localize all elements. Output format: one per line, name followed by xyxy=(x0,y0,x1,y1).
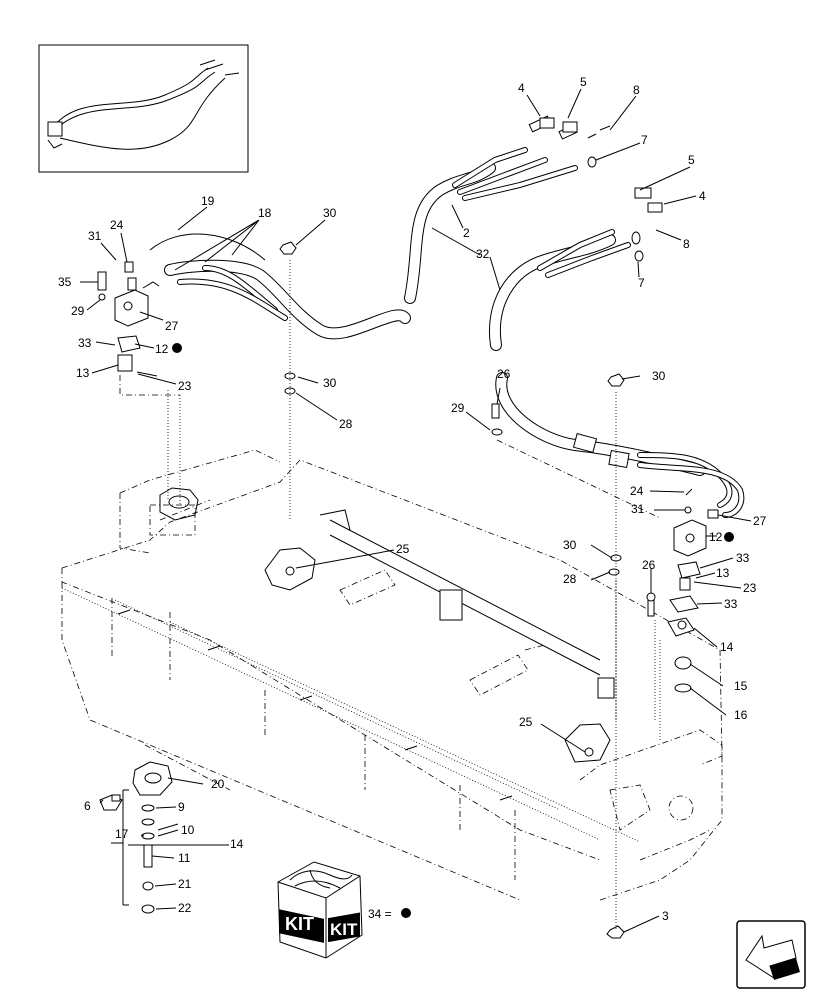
callout-14: 14 xyxy=(720,640,734,654)
page-nav-arrow-icon[interactable] xyxy=(736,920,806,989)
callout-29: 29 xyxy=(451,401,465,415)
callout-28: 28 xyxy=(339,417,353,431)
callout-25: 25 xyxy=(396,542,410,556)
callout-11: 11 xyxy=(178,851,191,865)
kit-box: KIT KIT 34 = xyxy=(277,861,411,959)
callout-28: 28 xyxy=(563,572,577,586)
callout-32: 32 xyxy=(476,247,490,261)
callout-20: 20 xyxy=(211,777,225,791)
hydraulic-hoses xyxy=(149,115,745,518)
header-frame-body xyxy=(61,449,723,901)
callout-27: 27 xyxy=(753,514,767,528)
callout-33: 33 xyxy=(724,597,738,611)
callout-33: 33 xyxy=(78,336,92,350)
callout-3: 3 xyxy=(662,909,669,923)
callout-31: 31 xyxy=(631,502,645,516)
callout-30: 30 xyxy=(652,369,666,383)
callout-31: 31 xyxy=(88,229,102,243)
callout-27: 27 xyxy=(165,319,179,333)
kit-label-right: KIT xyxy=(330,920,358,939)
callout-8: 8 xyxy=(683,237,690,251)
callout-30: 30 xyxy=(323,376,337,390)
callout-13: 13 xyxy=(716,566,730,580)
callout-35: 35 xyxy=(58,275,72,289)
callout-33: 33 xyxy=(736,551,750,565)
kit-bullet-icon xyxy=(172,343,182,353)
callout-14: 14 xyxy=(230,837,244,851)
callout-24: 24 xyxy=(110,218,124,232)
callout-10: 10 xyxy=(181,823,195,837)
callout-26: 26 xyxy=(497,367,511,381)
callout-15: 15 xyxy=(734,679,748,693)
callout-8: 8 xyxy=(633,83,640,97)
callout-30: 30 xyxy=(323,206,337,220)
callout-22: 22 xyxy=(178,901,192,915)
callout-2: 2 xyxy=(463,226,470,240)
kit-bullet-icon xyxy=(401,908,411,918)
callout-13: 13 xyxy=(76,366,90,380)
callout-7: 7 xyxy=(641,133,648,147)
callout-24: 24 xyxy=(630,484,644,498)
fittings-and-hardware xyxy=(97,117,719,939)
callout-5: 5 xyxy=(688,153,695,167)
callout-23: 23 xyxy=(178,379,192,393)
callout-12: 12 xyxy=(709,530,723,544)
callout-12: 12 xyxy=(155,342,169,356)
callout-29: 29 xyxy=(71,304,85,318)
callout-19: 19 xyxy=(201,194,215,208)
callout-9: 9 xyxy=(178,800,185,814)
callout-4: 4 xyxy=(518,81,525,95)
callout-30: 30 xyxy=(563,538,577,552)
callout-16: 16 xyxy=(734,708,748,722)
callout-18: 18 xyxy=(258,206,272,220)
callout-6: 6 xyxy=(84,799,91,813)
callout-25: 25 xyxy=(519,715,533,729)
callout-labels: 4 5 8 7 5 4 8 7 2 32 19 18 30 31 24 35 2… xyxy=(58,75,767,923)
detail-group-14 xyxy=(99,744,231,914)
kit-label-left: KIT xyxy=(285,914,314,934)
kit-bullet-icon xyxy=(724,532,734,542)
callout-4: 4 xyxy=(699,189,706,203)
callout-23: 23 xyxy=(743,581,757,595)
callout-leader-lines xyxy=(80,88,752,933)
callout-26: 26 xyxy=(642,558,656,572)
callout-7: 7 xyxy=(638,276,645,290)
inset-overview-thumbnail xyxy=(38,44,249,173)
callout-17: 17 xyxy=(115,827,129,841)
kit-legend-text: 34 = xyxy=(368,907,392,921)
callout-5: 5 xyxy=(580,75,587,89)
callout-21: 21 xyxy=(178,877,192,891)
